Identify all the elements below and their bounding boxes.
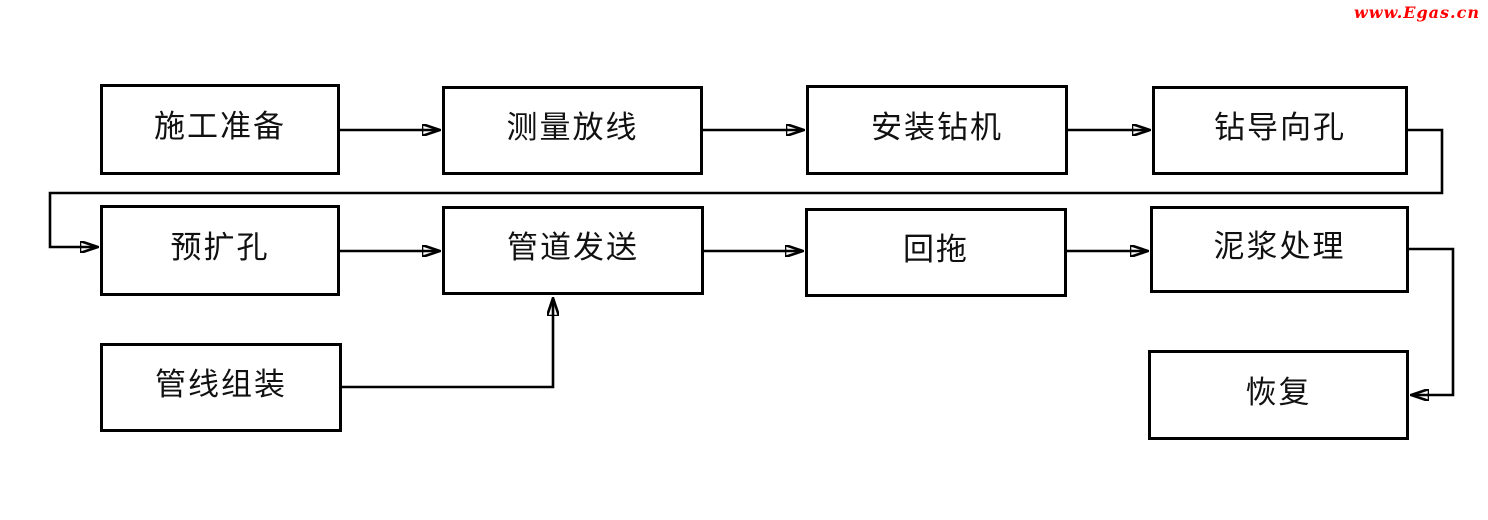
node-label-mud-treatment: 泥浆处理 <box>1213 229 1346 265</box>
node-label-pre-reaming: 预扩孔 <box>170 230 270 266</box>
node-label-drill-pilot-hole: 钻导向孔 <box>1214 110 1346 146</box>
node-restoration: 恢复 <box>1148 350 1409 440</box>
node-label-pipe-sending: 管道发送 <box>507 230 639 266</box>
node-pipe-sending: 管道发送 <box>442 206 704 295</box>
node-pipeline-assembly: 管线组装 <box>100 343 342 432</box>
connector-assembly-to-pipesend <box>342 299 553 389</box>
node-construction-preparation: 施工准备 <box>100 84 340 175</box>
node-pullback: 回拖 <box>805 208 1067 297</box>
connector-mud-to-restoration <box>1409 247 1455 395</box>
node-label-survey-setting-out: 测量放线 <box>506 110 639 146</box>
node-install-drill-rig: 安装钻机 <box>806 85 1068 175</box>
node-label-install-drill-rig: 安装钻机 <box>871 109 1003 146</box>
node-survey-setting-out: 测量放线 <box>442 86 703 175</box>
node-label-pullback: 回拖 <box>903 232 969 268</box>
node-mud-treatment: 泥浆处理 <box>1150 206 1409 293</box>
watermark-text: www.Egas.cn <box>1354 3 1480 22</box>
node-label-pipeline-assembly: 管线组装 <box>155 367 287 403</box>
connector-pilot-to-reaming-feedback <box>48 128 1444 247</box>
node-label-restoration: 恢复 <box>1245 374 1312 411</box>
node-pre-reaming: 预扩孔 <box>100 205 340 296</box>
node-label-construction-preparation: 施工准备 <box>154 109 286 145</box>
node-drill-pilot-hole: 钻导向孔 <box>1152 86 1408 175</box>
